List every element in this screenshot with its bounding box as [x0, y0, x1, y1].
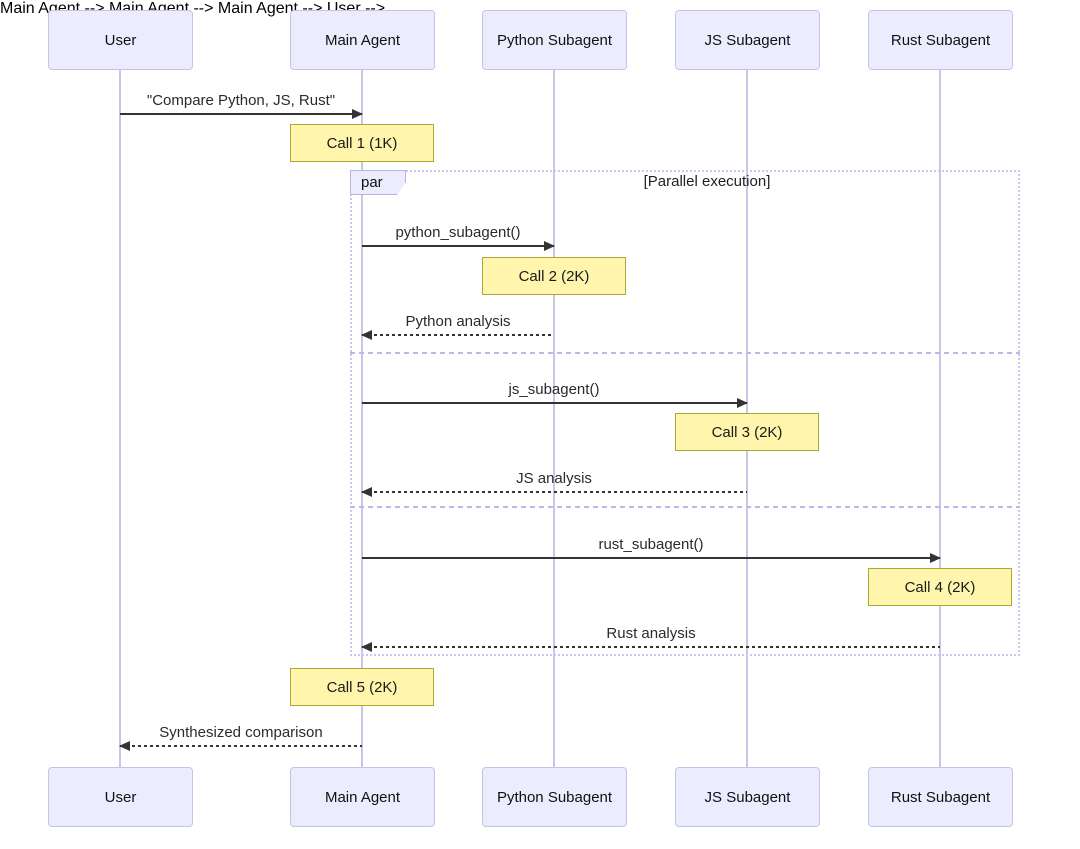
arrowhead-left-icon: [361, 330, 372, 340]
actor-bottom-js-subagent: JS Subagent: [675, 767, 820, 827]
message-label-js-analysis: JS analysis: [516, 470, 592, 487]
arrowhead-right-icon: [737, 398, 748, 408]
actor-top-python-subagent: Python Subagent: [482, 10, 627, 70]
message-label-python-analysis: Python analysis: [405, 313, 511, 330]
arrowhead-left-icon: [119, 741, 130, 751]
actor-top-main-agent: Main Agent: [290, 10, 435, 70]
actor-bottom-rust-subagent: Rust Subagent: [868, 767, 1013, 827]
note-call-4: Call 4 (2K): [868, 568, 1012, 606]
lifeline-python-subagent: [553, 70, 555, 767]
arrowhead-right-icon: [544, 241, 555, 251]
par-condition-label: [Parallel execution]: [643, 173, 771, 190]
arrowhead-left-icon: [361, 642, 372, 652]
message-label-js-subagent-call: js_subagent(): [508, 381, 600, 398]
note-call-3: Call 3 (2K): [675, 413, 819, 451]
actor-bottom-main-agent: Main Agent: [290, 767, 435, 827]
arrowhead-right-icon: [930, 553, 941, 563]
lifeline-user: [119, 70, 121, 767]
actor-top-user: User: [48, 10, 193, 70]
message-label-compare: "Compare Python, JS, Rust": [146, 92, 336, 109]
message-label-synthesized-comparison: Synthesized comparison: [159, 724, 323, 741]
note-call-1: Call 1 (1K): [290, 124, 434, 162]
note-call-2: Call 2 (2K): [482, 257, 626, 295]
lifeline-main-agent: [361, 70, 363, 767]
note-call-5: Call 5 (2K): [290, 668, 434, 706]
actor-top-rust-subagent: Rust Subagent: [868, 10, 1013, 70]
actor-bottom-python-subagent: Python Subagent: [482, 767, 627, 827]
message-label-rust-analysis: Rust analysis: [606, 625, 696, 642]
par-divider-2: [350, 506, 1020, 508]
actor-bottom-user: User: [48, 767, 193, 827]
par-frame: [350, 170, 1020, 656]
lifeline-rust-subagent: [939, 70, 941, 767]
par-divider-1: [350, 352, 1020, 354]
arrowhead-left-icon: [361, 487, 372, 497]
message-label-python-subagent-call: python_subagent(): [395, 224, 521, 241]
par-label-tab: par: [350, 170, 406, 195]
actor-top-js-subagent: JS Subagent: [675, 10, 820, 70]
arrowhead-right-icon: [352, 109, 363, 119]
message-label-rust-subagent-call: rust_subagent(): [598, 536, 704, 553]
